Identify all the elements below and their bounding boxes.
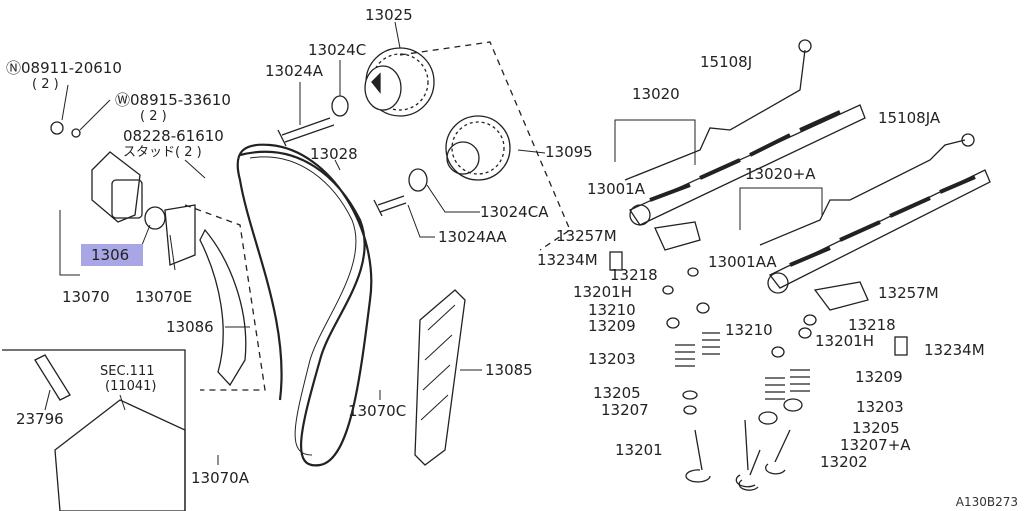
label-13202: 13202 <box>820 453 868 471</box>
washer-08915 <box>71 128 81 138</box>
valve-stack-right <box>738 314 817 491</box>
label-13257m-right: 13257M <box>878 284 939 302</box>
label-13001aa: 13001AA <box>708 253 777 271</box>
dashed-guide <box>399 41 571 251</box>
label-13070e: 13070E <box>135 288 193 306</box>
label-13203-right: 13203 <box>856 398 904 416</box>
label-bolt-08911-qty: ( 2 ) <box>32 77 59 92</box>
bolt-13024aa <box>373 195 407 217</box>
cylinder-head-11041 <box>54 399 186 511</box>
sprocket-13025 <box>364 47 435 117</box>
label-13218-left: 13218 <box>610 266 658 284</box>
tensioner-13070 <box>91 151 196 266</box>
washer-13024c <box>331 95 349 117</box>
diagram-id: A130B273 <box>955 495 1018 509</box>
label-bolt-08915: Ⓦ08915-33610 <box>115 91 231 109</box>
label-13095: 13095 <box>545 143 593 161</box>
label-13234m-left: 13234M <box>537 251 598 269</box>
label-bolt-08911: Ⓝ08911-20610 <box>6 59 122 77</box>
rocker-13257m-right <box>813 281 869 311</box>
label-13020a: 13020+A <box>745 165 816 183</box>
oil-pipe-15108ja <box>759 139 966 246</box>
timing-chain-13028 <box>236 143 373 467</box>
label-13205-left: 13205 <box>593 384 641 402</box>
label-stud-08228: 08228-61610 <box>123 127 224 145</box>
label-1306-highlight[interactable]: 1306 <box>81 244 143 266</box>
label-13024ca: 13024CA <box>480 203 549 221</box>
label-13024c: 13024C <box>308 41 367 59</box>
washer-13024ca <box>408 168 428 192</box>
label-13025: 13025 <box>365 6 413 24</box>
chain-guide-13086 <box>199 228 247 387</box>
label-bolt-08915-qty: ( 2 ) <box>140 109 167 124</box>
label-stud-qty: スタッド( 2 ) <box>123 145 202 160</box>
label-13210-left: 13210 <box>588 301 636 319</box>
label-13210-right: 13210 <box>725 321 773 339</box>
label-13207a: 13207+A <box>840 436 911 454</box>
label-13257m-left: 13257M <box>556 227 617 245</box>
label-13205-right: 13205 <box>852 419 900 437</box>
label-13209-left: 13209 <box>588 317 636 335</box>
label-sec-ref: (11041) <box>105 379 157 394</box>
bolt-13024a <box>277 117 335 147</box>
label-13207: 13207 <box>601 401 649 419</box>
label-13024a: 13024A <box>265 62 323 80</box>
chain-guide-13085 <box>414 289 466 466</box>
label-13201h-left: 13201H <box>573 283 632 301</box>
label-13020: 13020 <box>632 85 680 103</box>
lash-13234m-left <box>609 251 623 271</box>
label-15108j: 15108J <box>700 53 753 71</box>
oil-pipe-15108j <box>624 49 806 181</box>
label-13218-right: 13218 <box>848 316 896 334</box>
label-23796: 23796 <box>16 410 64 428</box>
label-13201: 13201 <box>615 441 663 459</box>
inset-frame <box>2 349 186 511</box>
label-13024aa: 13024AA <box>438 228 507 246</box>
label-13070a: 13070A <box>191 469 249 487</box>
lash-13234m-right <box>894 336 908 356</box>
label-13070: 13070 <box>62 288 110 306</box>
camshaft-13020 <box>629 104 866 226</box>
sensor-23796 <box>34 354 71 401</box>
label-13001a: 13001A <box>587 180 645 198</box>
label-13085: 13085 <box>485 361 533 379</box>
label-13209-right: 13209 <box>855 368 903 386</box>
label-13201h-right: 13201H <box>815 332 874 350</box>
label-15108ja: 15108JA <box>878 109 941 127</box>
label-13234m-right: 13234M <box>924 341 985 359</box>
bolt-08911 <box>50 121 64 135</box>
rocker-13257m-left <box>654 221 701 251</box>
sprocket-13095 <box>445 115 511 181</box>
label-13028: 13028 <box>310 145 358 163</box>
camshaft-13020a <box>767 169 991 294</box>
valve-stack-left <box>662 267 756 488</box>
label-13086: 13086 <box>166 318 214 336</box>
label-13070c: 13070C <box>348 402 407 420</box>
label-sec-111: SEC.111 <box>100 364 155 379</box>
label-13203-left: 13203 <box>588 350 636 368</box>
